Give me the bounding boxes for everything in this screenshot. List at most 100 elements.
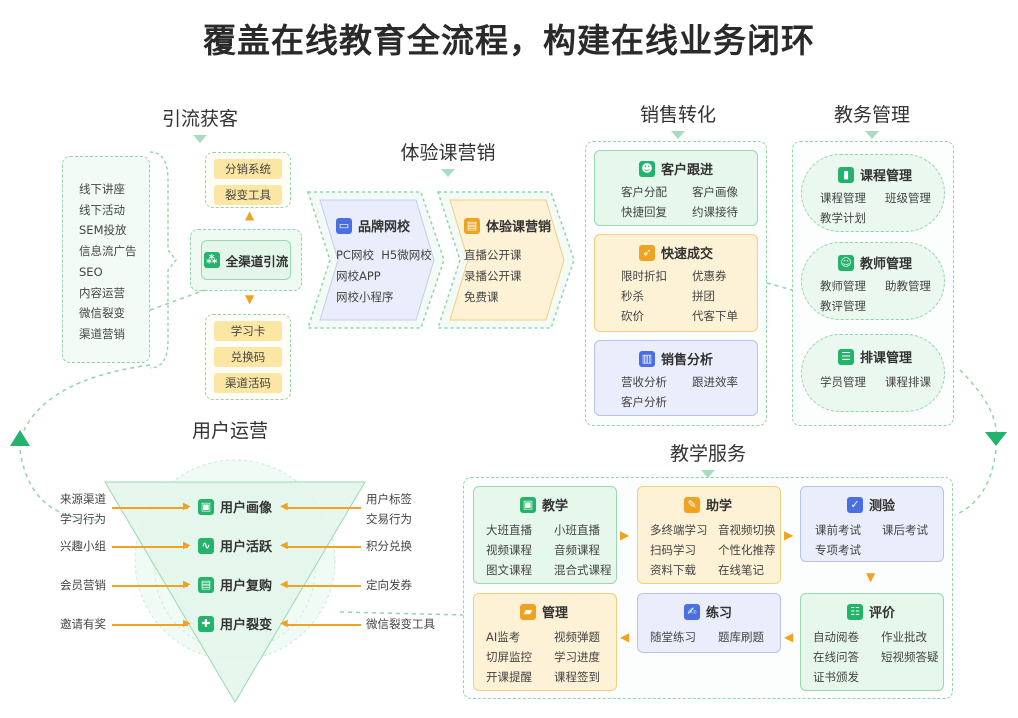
channel-item: SEM投放 [79, 223, 127, 238]
card-item: 自动阅卷 [813, 630, 859, 644]
section-trial: 体验课营销 [388, 138, 508, 177]
teach-title: 教学 [542, 499, 569, 514]
card-item: 代客下单 [692, 309, 738, 323]
follow-title: 客户跟进 [661, 163, 714, 178]
section-sales: 销售转化 [618, 100, 738, 139]
card-item: 拼团 [692, 289, 715, 303]
all-channel-label: 全渠道引流 [225, 253, 289, 269]
test-card: ✓测验 课前考试课后考试专项考试 [800, 486, 944, 562]
down-triangle-icon [671, 131, 685, 139]
chart-icon: ▥ [639, 350, 655, 367]
pen-icon: ✎ [684, 496, 700, 513]
page-title: 覆盖在线教育全流程，构建在线业务闭环 [203, 21, 815, 60]
card-item: 混合式课程 [554, 563, 612, 577]
monitor-icon: ▭ [336, 217, 352, 234]
card-item: 开课提醒 [486, 670, 532, 684]
channel-item: 微信裂变 [79, 306, 125, 321]
schedule-icon: ☰ [838, 348, 854, 365]
card-item: 图文课程 [486, 563, 532, 577]
all-channel-box: ⁂ 全渠道引流 [190, 229, 302, 291]
card-item: 课程管理 [820, 191, 866, 205]
card-item: 助教管理 [885, 279, 931, 293]
tag-channel-code: 渠道活码 [214, 373, 282, 393]
card-item: 资料下载 [650, 563, 696, 577]
card-item: 跟进效率 [692, 375, 738, 389]
teach-icon: ▣ [520, 496, 536, 513]
manage-card: ▰管理 AI监考视频弹题切屏监控学习进度开课提醒课程签到 [473, 593, 617, 691]
card-item: 学员管理 [820, 375, 866, 389]
channel-item: 信息流广告 [79, 244, 137, 259]
trial-item: 录播公开课 [464, 269, 522, 283]
card-item: 随堂练习 [650, 630, 696, 644]
book-icon: ▤ [464, 217, 480, 234]
tag-study-card: 学习卡 [214, 321, 282, 341]
down-triangle-icon [441, 169, 455, 177]
card-item: 优惠券 [692, 269, 727, 283]
card-item: 扫码学习 [650, 543, 696, 557]
card-item: 课前考试 [815, 523, 861, 537]
user-funnel [104, 459, 366, 703]
card-item: 作业批改 [881, 630, 927, 644]
analysis-card: ▥ 销售分析 营收分析 跟进效率客户分析 [594, 340, 758, 416]
deal-title: 快速成交 [661, 247, 714, 262]
bottom-tag-box: 学习卡 兑换码 渠道活码 [205, 314, 291, 400]
all-channel-card: ⁂ 全渠道引流 [201, 240, 291, 280]
channel-item: SEO [79, 264, 103, 279]
arrow-up-icon: ▲ [245, 208, 255, 222]
card-item: 在线问答 [813, 650, 859, 664]
card-item: 切屏监控 [486, 650, 532, 664]
arrow-right-icon: ▶ [784, 528, 794, 542]
analysis-title: 销售分析 [661, 353, 714, 368]
brand-item: 网校小程序 [336, 290, 394, 304]
trial-item: 直播公开课 [464, 248, 522, 262]
card-item: 音视频切换 [718, 523, 776, 537]
card-item: 快捷回复 [621, 205, 667, 219]
network-icon: ⁂ [203, 252, 220, 268]
brand-content: ▭品牌网校 PC网校 H5微网校 网校APP 网校小程序 [336, 216, 436, 308]
teacher-pill: ☺教师管理 教师管理助教管理教评管理 [801, 242, 945, 320]
card-item: 小班直播 [554, 523, 600, 537]
card-item: 题库刷题 [718, 630, 764, 644]
card-item: 大班直播 [486, 523, 532, 537]
card-item: 个性化推荐 [718, 543, 776, 557]
section-teaching: 教学服务 [648, 439, 768, 478]
card-item: 约课接待 [692, 205, 738, 219]
card-item: 秒杀 [621, 289, 644, 303]
card-item: 多终端学习 [650, 523, 708, 537]
section-academic: 教务管理 [812, 100, 932, 139]
section-acquire: 引流获客 [140, 104, 260, 143]
card-item: 砍价 [621, 309, 644, 323]
books-icon: ▮ [838, 166, 854, 183]
section-title-acquire: 引流获客 [161, 108, 238, 130]
arrow-right-icon: ▶ [620, 528, 630, 542]
card-item: 客户画像 [692, 185, 738, 199]
card-item: 在线笔记 [718, 563, 764, 577]
quiz-icon: ✓ [847, 496, 863, 513]
card-item: 营收分析 [621, 375, 667, 389]
course-title: 课程管理 [860, 169, 913, 184]
users-icon: ☻ [639, 160, 655, 177]
course-pill: ▮课程管理 课程管理班级管理教学计划 [801, 154, 945, 232]
channel-bracket [149, 151, 177, 369]
section-title-sales: 销售转化 [639, 104, 716, 126]
card-item: 客户分析 [621, 395, 667, 409]
brand-title: 品牌网校 [358, 220, 411, 235]
rocket-icon: ➶ [639, 244, 655, 261]
section-title-trial: 体验课营销 [400, 142, 496, 164]
channel-item: 线下活动 [79, 202, 125, 217]
card-item: 专项考试 [815, 543, 861, 557]
schedule-pill: ☰排课管理 学员管理课程排课 [801, 334, 945, 412]
briefcase-icon: ▰ [520, 603, 536, 620]
eval-card: ☷评价 自动阅卷作业批改在线问答短视频答疑证书颁发 [800, 593, 944, 691]
arrow-down-icon: ▼ [866, 570, 876, 584]
trial-item: 免费课 [464, 290, 499, 304]
brand-item: 网校APP [336, 269, 381, 283]
down-triangle-icon [193, 135, 207, 143]
assist-title: 助学 [706, 499, 733, 514]
top-tag-box: 分销系统 裂变工具 [205, 152, 291, 208]
practice-title: 练习 [706, 606, 733, 621]
card-item: 学习进度 [554, 650, 600, 664]
tag-fission: 裂变工具 [214, 185, 282, 205]
